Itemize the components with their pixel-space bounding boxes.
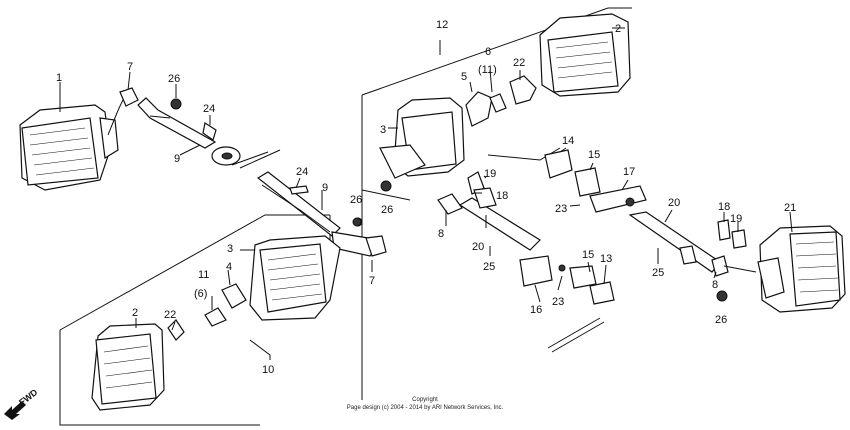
callout-15-top: 15 bbox=[588, 149, 600, 161]
callout-labels: 1 7 26 24 9 24 9 26 3 7 4 11 (6) 2 22 10… bbox=[56, 19, 796, 376]
fwd-arrow: FWD bbox=[4, 387, 40, 420]
callout-26-left-stay: 26 bbox=[350, 194, 362, 206]
callout-6-paren: (6) bbox=[194, 288, 207, 300]
callout-3-bottom: 3 bbox=[227, 243, 233, 255]
callout-23-bottom: 23 bbox=[552, 296, 564, 308]
copyright-line-1: Copyright bbox=[412, 397, 438, 403]
callout-5: 5 bbox=[461, 71, 467, 83]
callout-18-left: 18 bbox=[496, 190, 508, 202]
callout-25-right: 25 bbox=[652, 267, 664, 279]
copyright-line-2: Page design (c) 2004 - 2014 by ARI Netwo… bbox=[347, 405, 504, 411]
leader-lines bbox=[59, 27, 793, 360]
callout-17: 17 bbox=[623, 166, 635, 178]
callout-26-top: 26 bbox=[168, 73, 180, 85]
nut-26-left-stay bbox=[352, 217, 362, 227]
callout-13: 13 bbox=[600, 253, 612, 265]
group-bracket-12-top bbox=[361, 7, 632, 96]
callout-3-top: 3 bbox=[380, 124, 386, 136]
callout-11: 11 bbox=[198, 269, 209, 281]
group-bracket-12-bottom bbox=[361, 189, 411, 201]
callout-16: 16 bbox=[530, 304, 542, 316]
callout-8-right: 8 bbox=[712, 279, 718, 291]
callout-8-left: 8 bbox=[438, 228, 444, 240]
nut-26-center bbox=[380, 180, 392, 192]
callout-22-bottom: 22 bbox=[164, 309, 176, 321]
callout-24-top: 24 bbox=[203, 103, 215, 115]
callout-4: 4 bbox=[226, 261, 232, 273]
callout-10: 10 bbox=[262, 364, 274, 376]
lamp-assembly-21 bbox=[757, 225, 846, 313]
callout-12: 12 bbox=[436, 19, 448, 31]
callout-26-center: 26 bbox=[381, 204, 393, 216]
callout-22-top: 22 bbox=[513, 57, 525, 69]
callout-11-paren: (11) bbox=[478, 64, 497, 76]
callout-23-top: 23 bbox=[555, 203, 567, 215]
callout-9-center: 9 bbox=[322, 182, 328, 194]
callout-1: 1 bbox=[56, 72, 62, 84]
callout-2-bottom: 2 bbox=[132, 307, 138, 319]
nut-26-right bbox=[716, 290, 728, 302]
callout-15-bottom: 15 bbox=[582, 249, 594, 261]
stay-assembly-right-center bbox=[437, 147, 647, 251]
callout-19-right: 19 bbox=[730, 213, 742, 225]
callout-20-left: 20 bbox=[472, 241, 484, 253]
stay-assembly-center bbox=[256, 171, 387, 257]
stay-assembly-right-lower bbox=[519, 255, 615, 353]
callout-7-top: 7 bbox=[127, 61, 133, 73]
callout-7-center: 7 bbox=[369, 275, 375, 287]
callout-24-center: 24 bbox=[296, 166, 308, 178]
group-bracket-10-left bbox=[59, 330, 260, 426]
fwd-label: FWD bbox=[17, 387, 40, 408]
callout-6: 6 bbox=[485, 46, 491, 58]
lamp-assembly-12 bbox=[379, 13, 631, 179]
callout-20-right: 20 bbox=[668, 197, 680, 209]
callout-19-left: 19 bbox=[484, 168, 496, 180]
stay-assembly-top-left bbox=[119, 87, 281, 169]
callout-26-right: 26 bbox=[715, 314, 727, 326]
callout-21: 21 bbox=[784, 202, 796, 214]
callout-9-top: 9 bbox=[174, 153, 180, 165]
callout-14: 14 bbox=[562, 135, 574, 147]
lamp-assembly-10 bbox=[91, 235, 341, 411]
nut-26-top bbox=[170, 98, 182, 110]
stay-assembly-right bbox=[628, 211, 757, 277]
callout-18-right: 18 bbox=[718, 201, 730, 213]
lamp-assembly-1 bbox=[19, 91, 129, 191]
callout-2-top: 2 bbox=[615, 23, 621, 35]
callout-25-left: 25 bbox=[483, 261, 495, 273]
